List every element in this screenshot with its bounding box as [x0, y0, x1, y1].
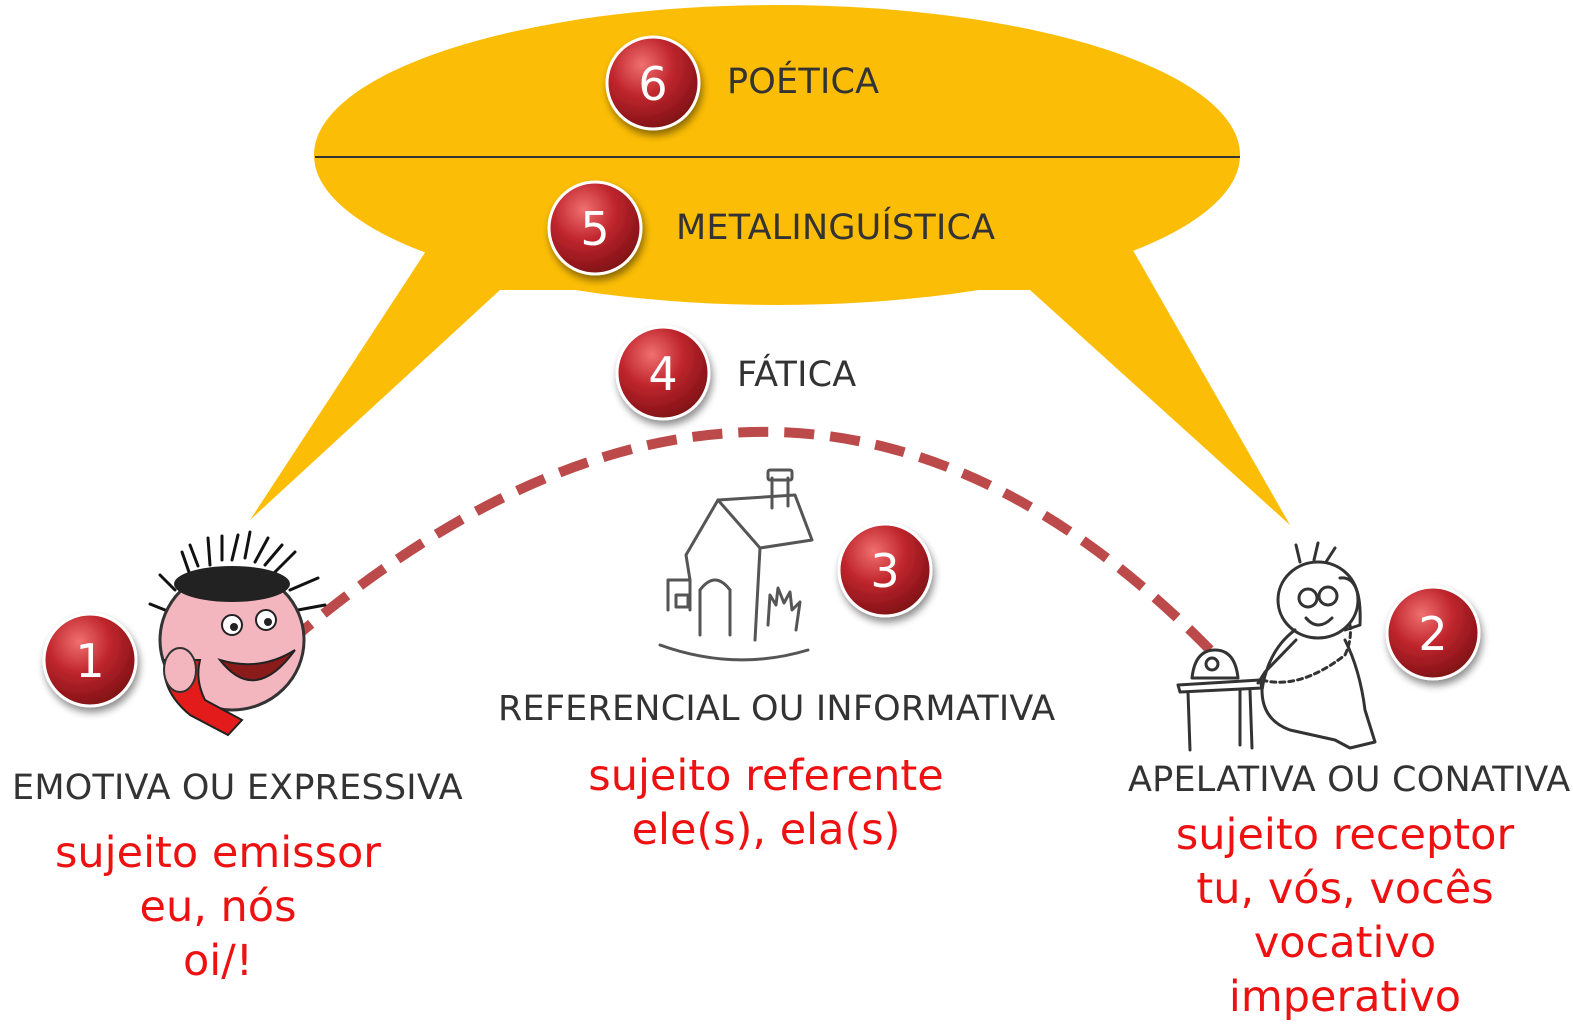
cartoon-boy-on-phone-icon: [148, 530, 327, 737]
apelativa-details: sujeito receptor tu, vós, vocês vocativo…: [1140, 808, 1550, 1024]
number-5: 5: [580, 202, 609, 256]
apelativa-detail-line: sujeito receptor: [1175, 810, 1515, 860]
label-fatica: FÁTICA: [737, 355, 857, 395]
house-icon: [658, 468, 814, 662]
label-emotiva: EMOTIVA OU EXPRESSIVA: [12, 768, 463, 808]
number-ball-3: 3: [837, 522, 933, 618]
number-3: 3: [870, 544, 899, 598]
label-metalinguistica: METALINGUÍSTICA: [676, 208, 996, 248]
apelativa-detail-line: imperativo: [1228, 972, 1462, 1022]
channel-dashed-arc: [216, 426, 1219, 709]
emotiva-detail-line: sujeito emissor: [55, 828, 381, 878]
number-ball-1: 1: [42, 612, 138, 708]
number-ball-2: 2: [1385, 585, 1481, 681]
referencial-details: sujeito referente ele(s), ela(s): [566, 749, 966, 857]
emotiva-details: sujeito emissor eu, nós oi/!: [28, 826, 408, 988]
number-1: 1: [75, 634, 104, 688]
emotiva-detail-line: eu, nós: [139, 882, 297, 932]
label-referencial: REFERENCIAL OU INFORMATIVA: [498, 689, 1056, 729]
number-6: 6: [638, 57, 667, 111]
speech-balloon: [250, 5, 1290, 525]
label-apelativa: APELATIVA OU CONATIVA: [1128, 760, 1571, 800]
number-ball-5: 5: [547, 180, 643, 276]
number-2: 2: [1418, 607, 1447, 661]
referencial-detail-line: ele(s), ela(s): [631, 805, 901, 855]
number-ball-6: 6: [605, 35, 701, 131]
number-4: 4: [648, 347, 677, 401]
label-poetica: POÉTICA: [727, 62, 880, 102]
cartoon-man-on-phone-icon: [1176, 541, 1377, 752]
emotiva-detail-line: oi/!: [183, 936, 253, 986]
number-ball-4: 4: [615, 325, 711, 421]
referencial-detail-line: sujeito referente: [588, 751, 944, 801]
apelativa-detail-line: tu, vós, vocês: [1196, 864, 1494, 914]
apelativa-detail-line: vocativo: [1253, 918, 1437, 968]
